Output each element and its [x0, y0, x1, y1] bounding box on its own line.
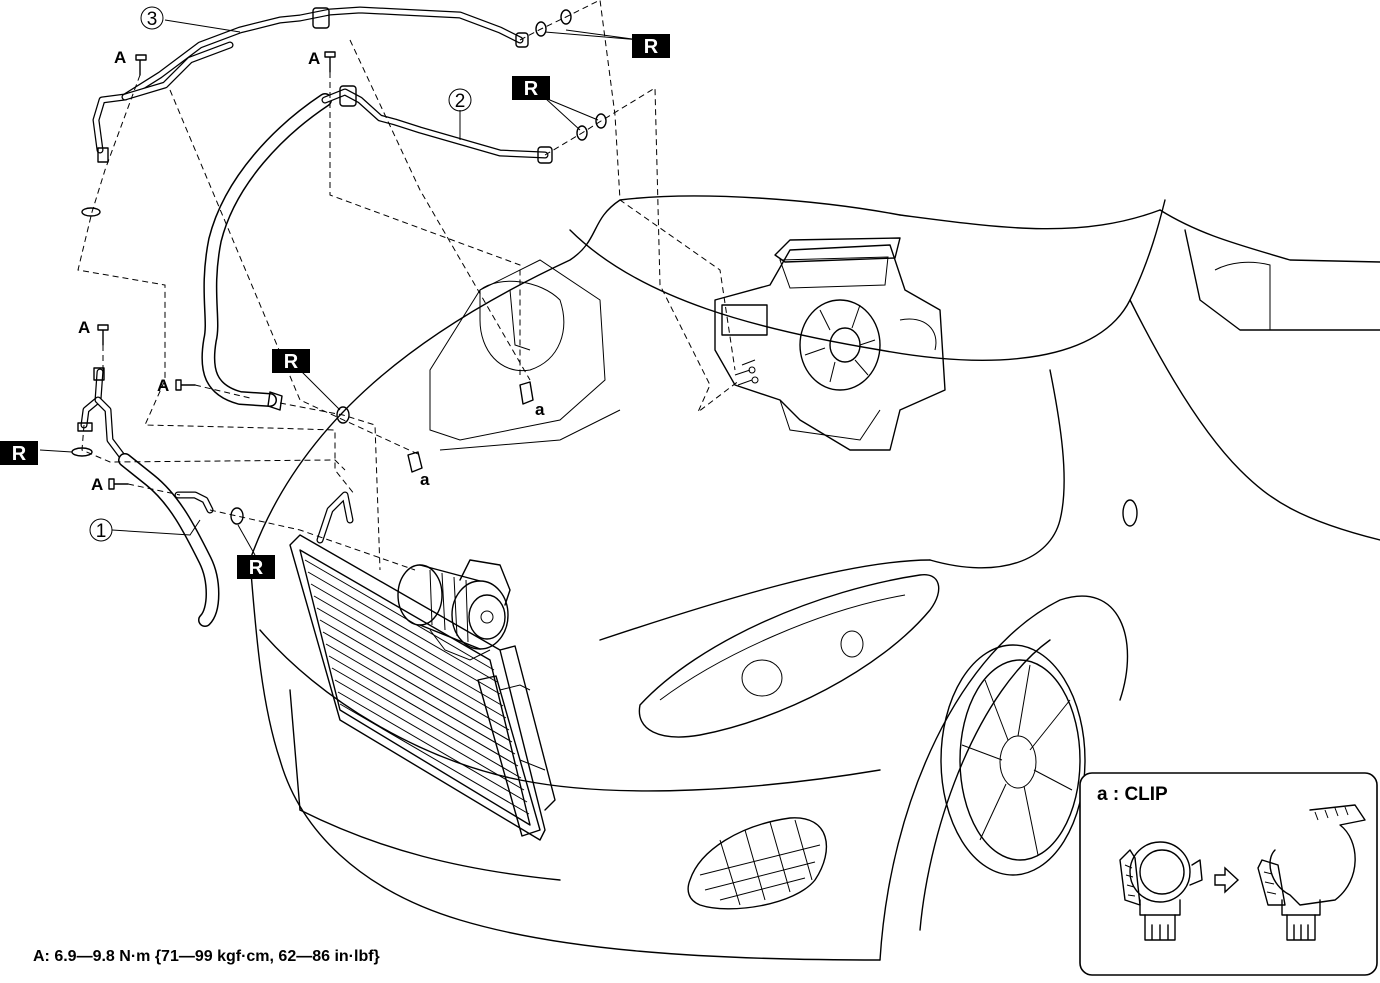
- heater-unit: [714, 237, 946, 451]
- compressor: [397, 559, 511, 661]
- car-body: [249, 195, 1380, 961]
- svg-text:R: R: [12, 443, 27, 465]
- svg-text:a: a: [535, 400, 545, 419]
- wheel: [940, 644, 1086, 876]
- svg-text:A: A: [78, 318, 90, 337]
- svg-text:2: 2: [455, 91, 466, 112]
- part-callout-3: 3: [140, 6, 164, 30]
- svg-text:A: A: [114, 48, 126, 67]
- svg-text:R: R: [644, 36, 659, 58]
- assembly-lines: [77, 0, 741, 571]
- hose-1: [77, 367, 220, 627]
- clip-inset: a : CLIP: [1079, 772, 1378, 976]
- part-callout-1: 1: [89, 518, 113, 542]
- condenser: [289, 491, 556, 841]
- svg-text:A: A: [157, 376, 169, 395]
- r-box-lower: R: [237, 555, 275, 579]
- torque-specification-note: A: 6.9—9.8 N·m {71—99 kgf·cm, 62—86 in·l…: [33, 948, 380, 965]
- svg-text:R: R: [284, 351, 299, 373]
- r-box-mid: R: [272, 349, 310, 373]
- replace-oring-markers: R R R R R: [0, 34, 670, 579]
- svg-text:A: A: [91, 475, 103, 494]
- svg-text:1: 1: [96, 521, 107, 542]
- svg-text:a: a: [420, 470, 430, 489]
- transition-arrow-icon: [1214, 866, 1240, 894]
- o-rings: [71, 9, 607, 525]
- svg-text:R: R: [249, 557, 264, 579]
- hose-2: [201, 85, 553, 411]
- part-number-callouts: 3 2 1: [89, 6, 472, 542]
- r-box-left: R: [0, 441, 38, 465]
- clip-labels: a a: [420, 400, 545, 489]
- bolts: [97, 51, 534, 490]
- hose-3: [92, 6, 529, 163]
- part-callout-2: 2: [448, 88, 472, 112]
- label-leaders: [39, 19, 641, 556]
- svg-text:3: 3: [147, 9, 158, 30]
- svg-text:A: A: [308, 49, 320, 68]
- clip-inset-title: a : CLIP: [1097, 784, 1168, 805]
- fog-light-grille: [687, 817, 828, 910]
- r-box-top-right: R: [632, 34, 670, 58]
- clip-closed-icon: [1119, 841, 1203, 941]
- clip-open-icon: [1257, 804, 1366, 941]
- bolt-labels: A A A A A: [78, 48, 320, 494]
- svg-text:R: R: [524, 78, 539, 100]
- condenser-fins: [304, 559, 530, 815]
- r-box-upper-mid: R: [512, 76, 550, 100]
